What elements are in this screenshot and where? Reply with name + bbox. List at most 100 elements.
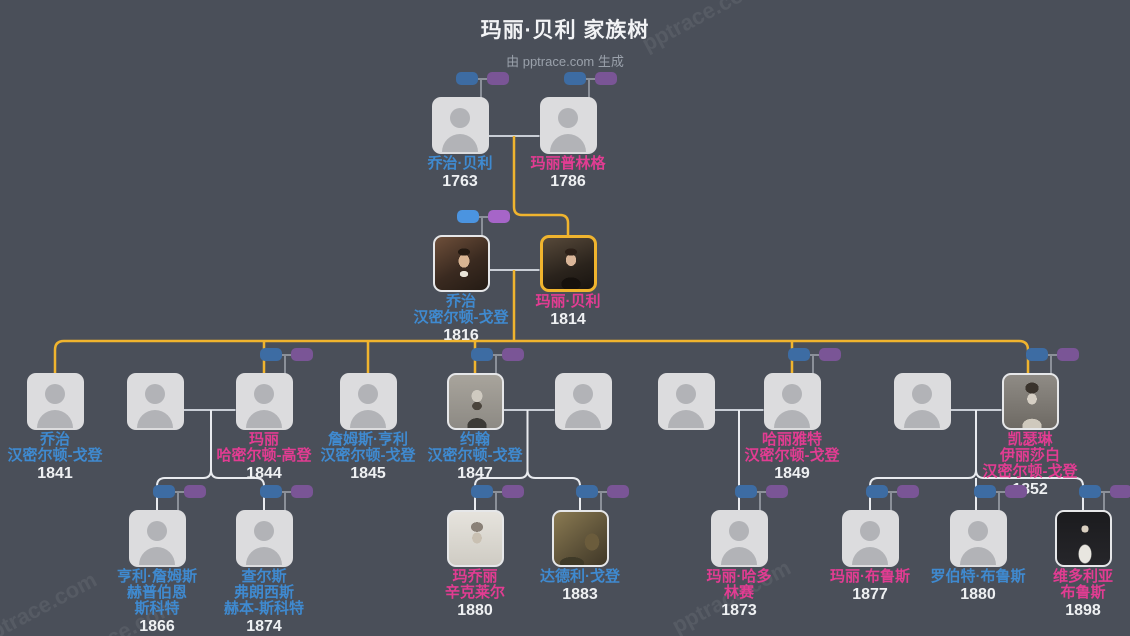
- portrait-photo[interactable]: [446, 510, 504, 567]
- mother-pill-icon[interactable]: [183, 485, 206, 498]
- person-name-line: 汉密尔顿-戈登: [744, 447, 840, 464]
- collapsed-parents-pills[interactable]: [575, 485, 629, 512]
- avatar-placeholder[interactable]: [235, 510, 293, 567]
- avatar-placeholder[interactable]: [763, 373, 821, 430]
- portrait-photo[interactable]: [446, 373, 504, 430]
- avatar-placeholder[interactable]: [841, 510, 899, 567]
- person-name-line: 布鲁斯: [1060, 584, 1106, 601]
- person-spouse-of-john-1847[interactable]: [554, 373, 612, 430]
- collapsed-parents-pills[interactable]: [563, 72, 617, 99]
- person-spouse-of-mary-1844[interactable]: [126, 373, 184, 430]
- father-pill-icon[interactable]: [152, 485, 175, 498]
- avatar-placeholder[interactable]: [893, 373, 951, 430]
- person-spouse-of-harriet-1849[interactable]: [657, 373, 715, 430]
- mother-pill-icon[interactable]: [290, 348, 313, 361]
- collapsed-parents-pills[interactable]: [455, 72, 509, 99]
- mother-pill-icon[interactable]: [290, 485, 313, 498]
- collapsed-parents-pills[interactable]: [259, 485, 313, 512]
- mother-pill-icon[interactable]: [501, 348, 524, 361]
- father-pill-icon[interactable]: [470, 348, 493, 361]
- person-name-line: 辛克莱尔: [444, 584, 505, 601]
- avatar-placeholder[interactable]: [339, 373, 397, 430]
- collapsed-parents-pills[interactable]: [470, 348, 524, 375]
- portrait-photo[interactable]: [551, 510, 609, 567]
- birth-year: 1874: [246, 618, 282, 635]
- avatar-placeholder[interactable]: [710, 510, 768, 567]
- father-pill-icon[interactable]: [973, 485, 996, 498]
- mother-pill-icon[interactable]: [594, 72, 617, 85]
- mother-pill-icon[interactable]: [486, 72, 509, 85]
- birth-year: 1898: [1065, 602, 1101, 619]
- avatar-placeholder[interactable]: [126, 373, 184, 430]
- mother-pill-icon[interactable]: [1004, 485, 1027, 498]
- father-pill-icon[interactable]: [456, 210, 479, 223]
- collapsed-parents-pills[interactable]: [865, 485, 919, 512]
- father-pill-icon[interactable]: [734, 485, 757, 498]
- father-pill-icon[interactable]: [575, 485, 598, 498]
- father-pill-icon[interactable]: [259, 485, 282, 498]
- avatar-placeholder[interactable]: [949, 510, 1007, 567]
- father-pill-icon[interactable]: [563, 72, 586, 85]
- mother-pill-icon[interactable]: [501, 485, 524, 498]
- avatar-placeholder[interactable]: [554, 373, 612, 430]
- portrait-photo[interactable]: [432, 235, 490, 292]
- avatar-placeholder[interactable]: [235, 373, 293, 430]
- mother-pill-icon[interactable]: [896, 485, 919, 498]
- father-pill-icon[interactable]: [470, 485, 493, 498]
- portrait-photo[interactable]: [539, 235, 597, 292]
- collapsed-parents-pills[interactable]: [734, 485, 788, 512]
- mother-pill-icon[interactable]: [487, 210, 510, 223]
- collapsed-parents-pills[interactable]: [456, 210, 510, 237]
- collapsed-parents-pills[interactable]: [1078, 485, 1130, 512]
- mother-pill-icon[interactable]: [765, 485, 788, 498]
- collapsed-parents-pills[interactable]: [973, 485, 1027, 512]
- father-pill-icon[interactable]: [259, 348, 282, 361]
- mother-pill-icon[interactable]: [1056, 348, 1079, 361]
- avatar-placeholder[interactable]: [128, 510, 186, 567]
- mother-pill-icon[interactable]: [1109, 485, 1130, 498]
- collapsed-parents-pills[interactable]: [787, 348, 841, 375]
- mother-pill-icon[interactable]: [606, 485, 629, 498]
- avatar-placeholder[interactable]: [657, 373, 715, 430]
- avatar-placeholder[interactable]: [431, 97, 489, 154]
- father-pill-icon[interactable]: [1025, 348, 1048, 361]
- birth-year: 1849: [774, 465, 810, 482]
- collapsed-parents-pills[interactable]: [470, 485, 524, 512]
- portrait-photo[interactable]: [1054, 510, 1112, 567]
- avatar-placeholder[interactable]: [26, 373, 84, 430]
- father-pill-icon[interactable]: [865, 485, 888, 498]
- collapsed-parents-pills[interactable]: [1025, 348, 1079, 375]
- person-spouse-of-katherine-1852[interactable]: [893, 373, 951, 430]
- birth-year: 1844: [246, 465, 282, 482]
- father-pill-icon[interactable]: [455, 72, 478, 85]
- mother-pill-icon[interactable]: [818, 348, 841, 361]
- person-name-line: 弗朗西斯: [233, 584, 294, 601]
- father-pill-icon[interactable]: [787, 348, 810, 361]
- avatar-placeholder[interactable]: [539, 97, 597, 154]
- person-name-line: 赫本-斯科特: [224, 600, 304, 617]
- person-name-line: 汉密尔顿-戈登: [982, 463, 1078, 480]
- father-pill-icon[interactable]: [1078, 485, 1101, 498]
- portrait-photo[interactable]: [1001, 373, 1059, 430]
- collapsed-parents-pills[interactable]: [152, 485, 206, 512]
- collapsed-parents-pills[interactable]: [259, 348, 313, 375]
